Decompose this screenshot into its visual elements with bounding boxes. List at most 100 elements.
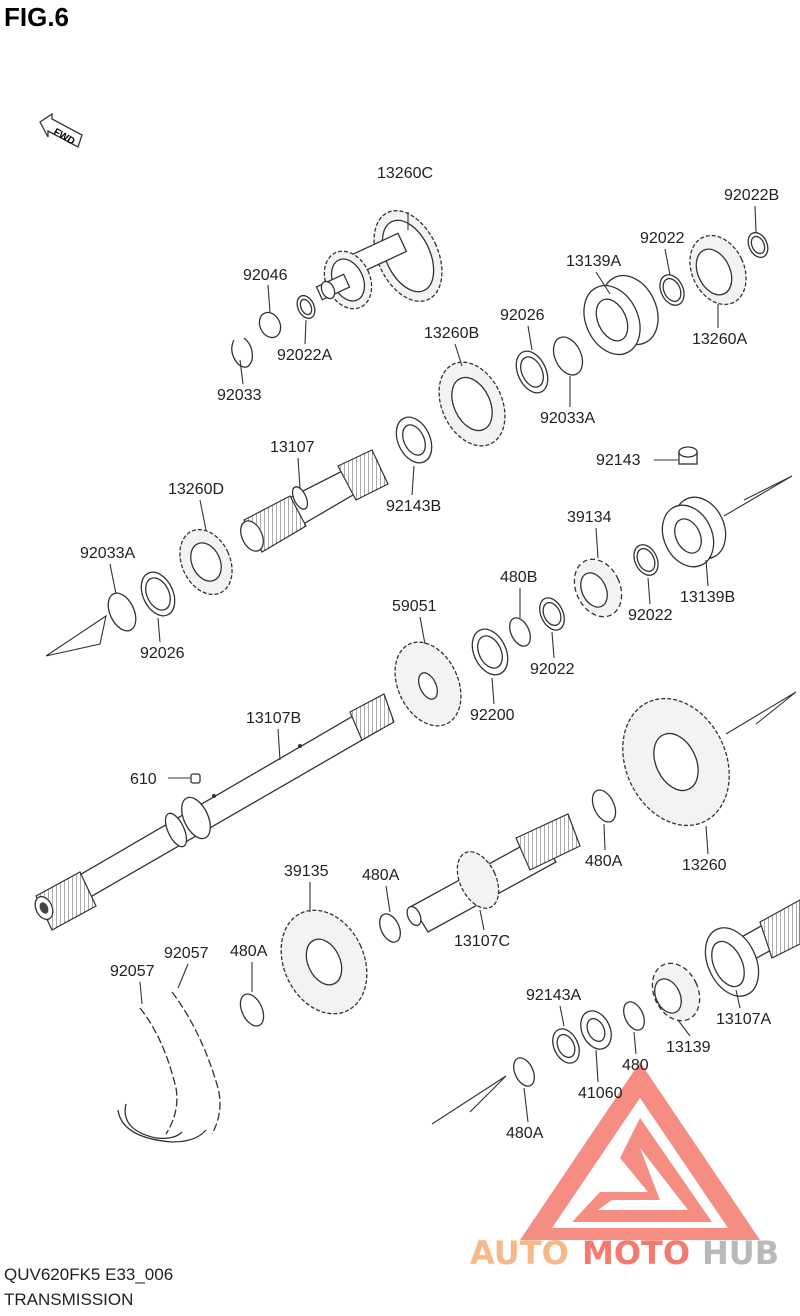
part-label: 13260C bbox=[377, 165, 433, 182]
part-92022A-washer bbox=[296, 294, 316, 320]
part-92022-washer-right bbox=[633, 544, 659, 576]
part-label: 480A bbox=[362, 867, 400, 884]
part-label: 480A bbox=[506, 1125, 544, 1142]
part-label: 92026 bbox=[140, 645, 185, 662]
part-92143B-collar bbox=[395, 416, 433, 464]
part-label: 92200 bbox=[470, 707, 515, 724]
leader-line bbox=[411, 465, 415, 496]
part-label: 13260 bbox=[682, 857, 727, 874]
part-13107A-shaft bbox=[704, 899, 800, 997]
leader-line bbox=[551, 631, 555, 659]
part-labels: 13260C92022B920229204613139A92022A920331… bbox=[80, 165, 779, 1142]
part-label: 92057 bbox=[110, 963, 155, 980]
part-13139A-shifter-gear bbox=[583, 274, 659, 356]
part-label: 92022 bbox=[640, 230, 685, 247]
leader-line bbox=[705, 559, 709, 587]
part-92057-chain-inner bbox=[124, 1007, 183, 1140]
part-label: 13107C bbox=[454, 933, 510, 950]
leader-line bbox=[277, 728, 281, 761]
part-label: 480A bbox=[585, 853, 623, 870]
part-92022B-washer bbox=[747, 231, 769, 259]
leader-line bbox=[595, 527, 599, 559]
part-label: 92033 bbox=[217, 387, 262, 404]
part-label: 92143B bbox=[386, 498, 441, 515]
part-label: 13139 bbox=[666, 1039, 711, 1056]
leader-line bbox=[603, 823, 606, 851]
part-92143A-collar bbox=[552, 1028, 580, 1064]
part-13260B-gear bbox=[438, 361, 506, 447]
leader-line bbox=[479, 909, 485, 931]
leader-line bbox=[754, 205, 757, 233]
part-92033-circlip bbox=[231, 337, 253, 368]
part-label: 41060 bbox=[578, 1085, 623, 1102]
leader-line bbox=[633, 1031, 637, 1055]
part-label: 39135 bbox=[284, 863, 329, 880]
part-label: 92033A bbox=[540, 410, 595, 427]
part-label: 13139A bbox=[566, 253, 621, 270]
part-13107-shaft bbox=[240, 449, 389, 553]
leader-line bbox=[239, 359, 244, 385]
part-label: 92143A bbox=[526, 987, 581, 1004]
part-92057-chain-outer bbox=[117, 991, 221, 1143]
part-label: 92022 bbox=[530, 661, 575, 678]
part-92026-washer-top bbox=[515, 350, 549, 394]
leader-line bbox=[177, 963, 189, 989]
part-label: 92057 bbox=[164, 945, 209, 962]
leader-line bbox=[491, 677, 495, 705]
leader-line bbox=[385, 885, 391, 913]
part-41060-hub bbox=[580, 1010, 612, 1050]
part-label: 13139B bbox=[680, 589, 735, 606]
part-label: 92046 bbox=[243, 267, 288, 284]
part-13107C-shaft bbox=[406, 813, 581, 933]
part-13260-gear bbox=[622, 697, 730, 827]
part-92033A-circlip-left bbox=[107, 592, 137, 632]
leader-line bbox=[419, 616, 426, 645]
leader-line bbox=[595, 271, 611, 295]
leader-line bbox=[735, 989, 741, 1009]
part-39135-gear bbox=[280, 909, 368, 1015]
section-name: TRANSMISSION bbox=[4, 1290, 134, 1309]
part-label: 480B bbox=[500, 569, 537, 586]
part-480A-circlip-mid bbox=[379, 913, 401, 943]
part-92046-needle-bearing bbox=[258, 311, 282, 339]
leader-line bbox=[304, 319, 307, 345]
leader-line bbox=[705, 825, 709, 855]
watermark-logo-icon bbox=[520, 1062, 760, 1240]
part-label: 59051 bbox=[392, 598, 437, 615]
leader-line bbox=[595, 1049, 599, 1083]
part-label: 480A bbox=[230, 943, 268, 960]
part-label: 92033A bbox=[80, 545, 135, 562]
part-label: 13107 bbox=[270, 439, 315, 456]
part-label: 13260B bbox=[424, 325, 479, 342]
leader-line bbox=[677, 1019, 691, 1037]
part-59051-gear bbox=[394, 641, 462, 727]
part-92143-collar bbox=[678, 446, 698, 465]
leader-line bbox=[157, 617, 161, 643]
part-92033A-circlip-top bbox=[552, 336, 584, 376]
leader-line bbox=[267, 284, 271, 313]
leader-line bbox=[139, 981, 143, 1005]
part-92200-washer bbox=[471, 628, 509, 676]
part-610-pin bbox=[190, 773, 201, 784]
part-13260C-gear bbox=[315, 210, 443, 310]
leader-line bbox=[297, 457, 301, 489]
part-13139B-shifter-gear bbox=[661, 496, 727, 568]
leader-line bbox=[559, 1005, 565, 1027]
part-label: 13107B bbox=[246, 710, 301, 727]
part-13107B-output-shaft bbox=[34, 693, 395, 931]
part-label: 92143 bbox=[596, 452, 641, 469]
leader-line bbox=[647, 577, 651, 605]
part-13260D-gear bbox=[179, 528, 233, 596]
leader-line bbox=[527, 325, 533, 351]
part-480B-circlip bbox=[509, 617, 531, 647]
part-480A-circlip-bottom bbox=[513, 1057, 535, 1087]
leader-line bbox=[109, 563, 117, 595]
part-92022-washer-top bbox=[659, 274, 685, 306]
part-13260A-gear bbox=[689, 234, 747, 306]
part-13139-gear bbox=[651, 962, 701, 1022]
part-label: 92026 bbox=[500, 307, 545, 324]
leader-line bbox=[523, 1087, 529, 1123]
part-label: 39134 bbox=[567, 509, 612, 526]
part-92026-washer-left bbox=[140, 571, 176, 617]
